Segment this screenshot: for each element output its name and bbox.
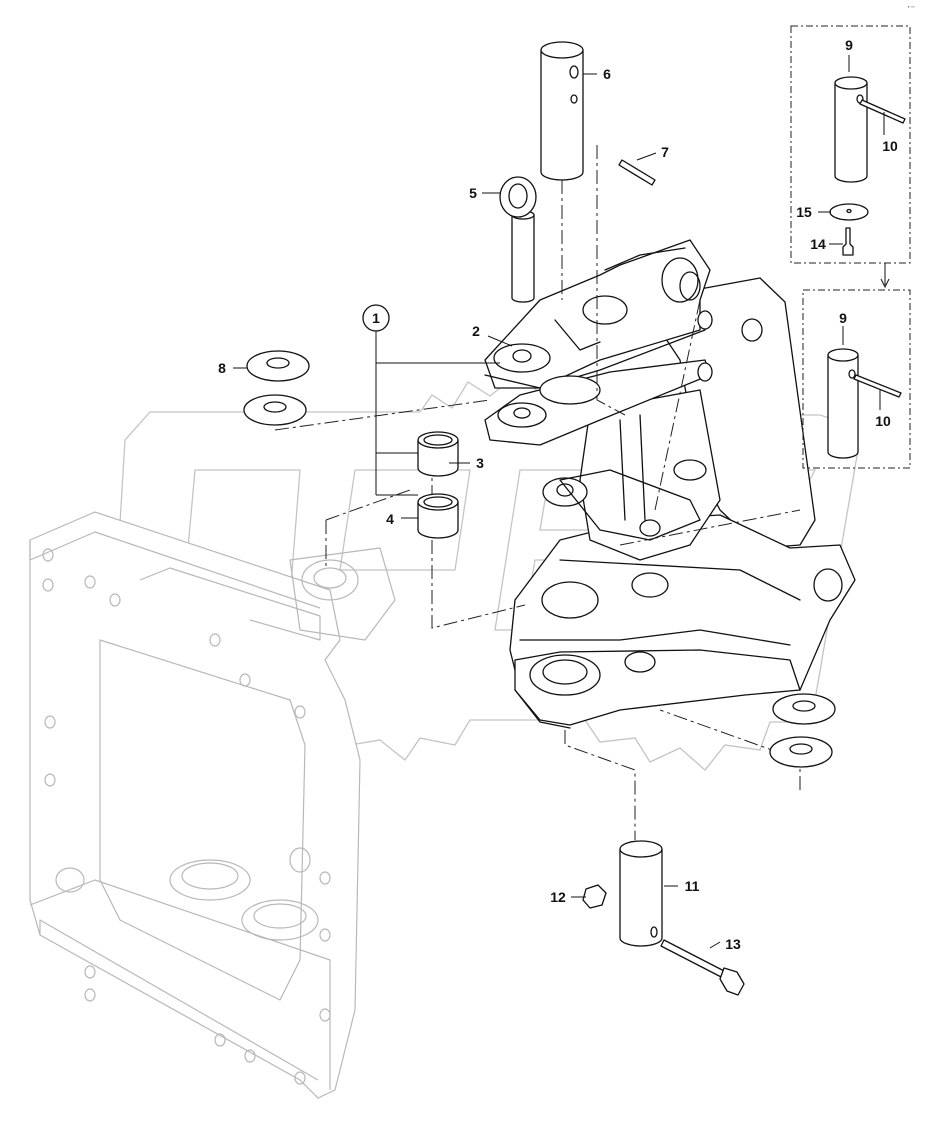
callout-2: 2 xyxy=(472,323,480,339)
part-11-pin xyxy=(619,840,663,947)
part-14-screw xyxy=(842,227,854,256)
callout-6: 6 xyxy=(603,66,611,82)
axle-frame-ghost xyxy=(29,511,396,1099)
callout-12: 12 xyxy=(550,889,566,905)
part-12-nut xyxy=(582,884,607,909)
part-8-shims xyxy=(243,350,310,426)
corner-mark: ▪ ▫▫▫ xyxy=(908,4,915,9)
part-5-eye-pin xyxy=(499,176,537,303)
callout-11: 11 xyxy=(685,878,700,894)
callout-13: 13 xyxy=(725,936,741,952)
kit-box-upper xyxy=(790,25,911,264)
part-9-pin-upper xyxy=(834,76,868,183)
part-3-bushing xyxy=(417,431,459,477)
part-6-pin xyxy=(540,41,584,181)
part-10-roll-pin-lower xyxy=(853,374,902,398)
callout-9-lower: 9 xyxy=(839,310,847,326)
part-15-washer xyxy=(829,203,869,221)
callout-4: 4 xyxy=(386,511,394,527)
callout-3: 3 xyxy=(476,455,484,471)
lower-shims xyxy=(769,693,836,768)
callout-8: 8 xyxy=(218,360,226,376)
pivot-bracket-casting xyxy=(484,239,856,729)
callout-5: 5 xyxy=(469,185,477,201)
callout-10-lower: 10 xyxy=(875,413,891,429)
part-10-roll-pin-upper xyxy=(859,99,906,124)
callout-10-upper: 10 xyxy=(882,138,898,154)
callout-14: 14 xyxy=(810,236,826,252)
kit-arrow xyxy=(880,263,890,289)
part-7-spring-pin xyxy=(618,159,656,186)
part-13-bolt xyxy=(660,939,745,996)
callout-1: 1 xyxy=(372,310,380,326)
callout-1-circle xyxy=(362,304,390,332)
callout-9-upper: 9 xyxy=(845,37,853,53)
part-9-pin-lower xyxy=(827,348,859,459)
callout-labels: 1 2 3 4 5 6 7 8 9 10 11 12 13 14 15 9 10… xyxy=(218,4,915,952)
callout-7: 7 xyxy=(661,144,669,160)
kit-box-lower xyxy=(802,289,911,469)
leader-lines xyxy=(233,55,885,949)
part-4-bushing xyxy=(417,493,459,539)
callout-15: 15 xyxy=(796,204,812,220)
